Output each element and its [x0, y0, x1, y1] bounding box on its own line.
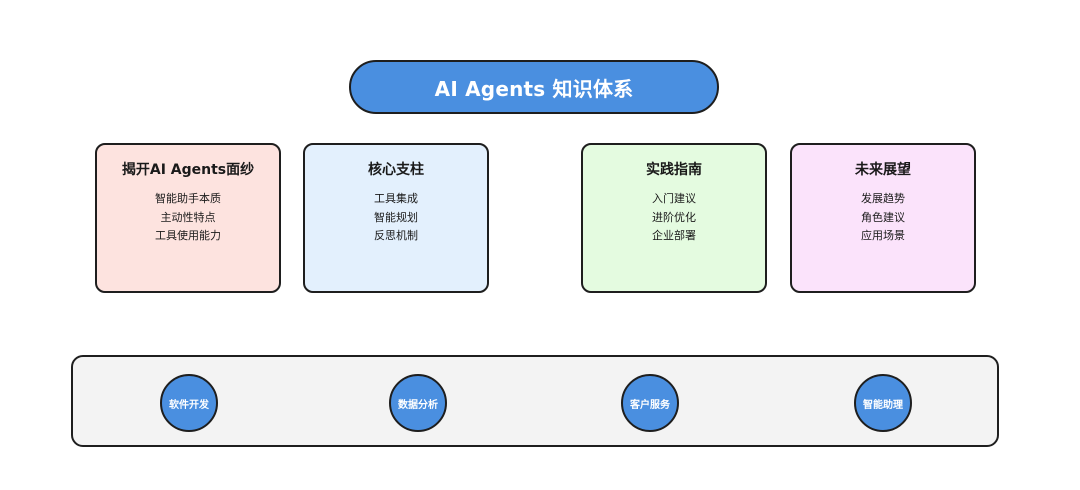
card-unveil-ai-agents: 揭开AI Agents面纱 智能助手本质 主动性特点 工具使用能力: [95, 143, 281, 293]
title-node: AI Agents 知识体系: [349, 60, 719, 114]
card-item: 智能规划: [374, 210, 418, 224]
scenario-node-customer-service: 客户服务: [621, 374, 679, 432]
card-title: 揭开AI Agents面纱: [121, 162, 255, 178]
card-item: 进阶优化: [652, 210, 696, 224]
card-core-pillars: 核心支柱 工具集成 智能规划 反思机制: [303, 143, 489, 293]
card-practice-guide: 实践指南 入门建议 进阶优化 企业部署: [581, 143, 767, 293]
card-future-outlook: 未来展望 发展趋势 角色建议 应用场景: [790, 143, 976, 293]
card-item: 发展趋势: [861, 192, 905, 205]
card-item: 入门建议: [652, 192, 696, 205]
scenario-label: 客户服务: [630, 399, 670, 411]
card-item: 反思机制: [374, 229, 418, 242]
card-item: 工具集成: [374, 192, 418, 205]
scenario-node-data-analysis: 数据分析: [389, 374, 447, 432]
application-scenarios-bar: [71, 355, 999, 447]
scenario-node-smart-assistant: 智能助理: [854, 374, 912, 432]
card-item: 主动性特点: [160, 210, 216, 224]
card-title: 核心支柱: [368, 162, 424, 178]
card-item: 工具使用能力: [155, 229, 221, 242]
scenario-label: 智能助理: [863, 399, 903, 411]
card-item: 智能助手本质: [155, 192, 221, 205]
card-title: 实践指南: [646, 162, 702, 178]
diagram-title: AI Agents 知识体系: [434, 76, 634, 101]
scenario-label: 数据分析: [398, 399, 438, 411]
scenario-node-software-dev: 软件开发: [160, 374, 218, 432]
card-item: 角色建议: [861, 210, 905, 224]
scenario-label: 软件开发: [169, 399, 209, 411]
card-item: 应用场景: [861, 229, 905, 242]
card-title: 未来展望: [855, 162, 911, 178]
card-item: 企业部署: [652, 229, 696, 242]
